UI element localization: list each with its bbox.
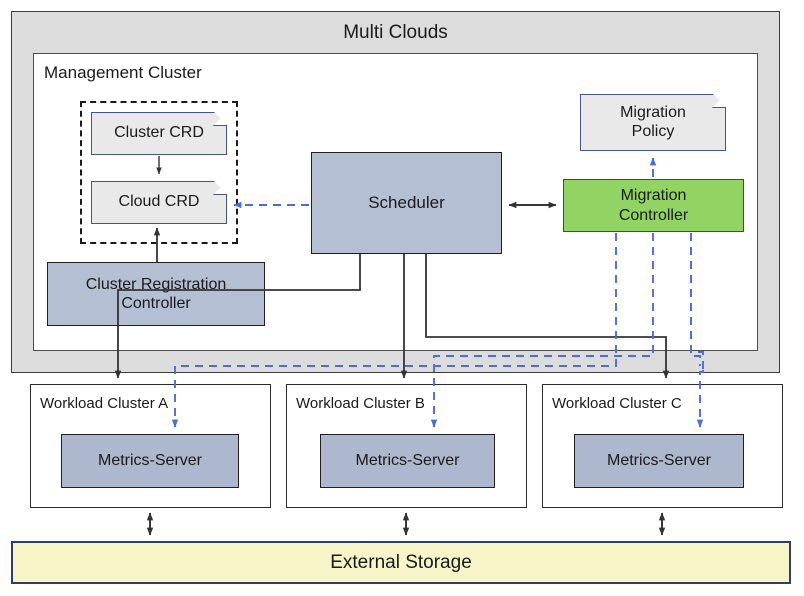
- management-cluster-label: Management Cluster: [44, 63, 202, 82]
- crd-group-boundary: [80, 101, 238, 244]
- cluster-crd-node[interactable]: Cluster CRD: [91, 112, 227, 155]
- metrics-server-b-node[interactable]: Metrics-Server: [320, 434, 495, 488]
- migration-policy-label-line2: Policy: [631, 122, 675, 140]
- workload-cluster-c-label: Workload Cluster C: [552, 394, 682, 412]
- migration-controller-node[interactable]: Migration Controller: [563, 179, 744, 232]
- cluster-crd-label: Cluster CRD: [114, 124, 204, 142]
- external-storage-label: External Storage: [330, 551, 472, 573]
- cloud-crd-label: Cloud CRD: [118, 193, 200, 211]
- metrics-server-a-node[interactable]: Metrics-Server: [61, 434, 239, 488]
- crc-label-line1: Cluster Registration: [85, 275, 227, 293]
- migration-policy-label-line1: Migration: [620, 104, 686, 122]
- crc-label-line2: Controller: [121, 295, 191, 312]
- metrics-server-b-label: Metrics-Server: [355, 452, 460, 470]
- cluster-registration-controller-node[interactable]: Cluster Registration Controller: [47, 262, 265, 326]
- workload-cluster-a-label: Workload Cluster A: [40, 394, 169, 412]
- scheduler-label: Scheduler: [368, 192, 445, 212]
- multi-clouds-title: Multi Clouds: [343, 22, 448, 43]
- metrics-server-c-label: Metrics-Server: [606, 452, 711, 470]
- migration-controller-label-line2: Controller: [618, 206, 689, 224]
- metrics-server-a-label: Metrics-Server: [97, 452, 202, 470]
- workload-cluster-b-label: Workload Cluster B: [296, 394, 425, 412]
- metrics-server-c-node[interactable]: Metrics-Server: [574, 434, 744, 488]
- migration-policy-node[interactable]: Migration Policy: [580, 94, 726, 151]
- migration-controller-label-line1: Migration: [620, 187, 687, 205]
- scheduler-node[interactable]: Scheduler: [311, 152, 502, 254]
- cloud-crd-node[interactable]: Cloud CRD: [91, 181, 227, 224]
- external-storage-node[interactable]: External Storage: [11, 541, 791, 584]
